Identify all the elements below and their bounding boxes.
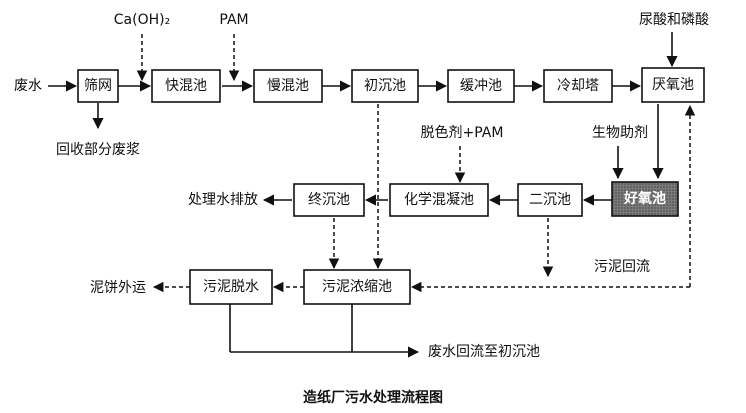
label-final-clarifier: 终沉池 xyxy=(308,192,350,208)
label-wastewater-return: 废水回流至初沉池 xyxy=(428,343,540,360)
label-decolor-pam: 脱色剂+PAM xyxy=(421,124,504,141)
label-buffer: 缓冲池 xyxy=(460,78,502,94)
label-bio-aid: 生物助剂 xyxy=(592,125,648,141)
box-buffer xyxy=(447,69,515,103)
box-slow-mix xyxy=(253,69,323,103)
box-cooling-tower xyxy=(543,69,613,103)
box-primary-clarifier xyxy=(351,69,419,103)
label-sieve: 筛网 xyxy=(84,78,112,94)
label-secondary-clarifier: 二沉池 xyxy=(529,192,571,208)
box-secondary-clarifier xyxy=(517,183,583,217)
diagram-caption: 造纸厂污水处理流程图 xyxy=(303,389,443,406)
box-final-clarifier xyxy=(293,183,365,217)
label-cooling-tower: 冷却塔 xyxy=(557,78,599,94)
label-primary-clarifier: 初沉池 xyxy=(364,77,406,94)
label-aerobic: 好氧池 xyxy=(623,190,666,207)
box-chem-coag xyxy=(389,183,489,217)
label-treated-discharge: 处理水排放 xyxy=(188,192,258,208)
box-anaerobic xyxy=(641,67,705,103)
box-fast-mix xyxy=(151,69,221,103)
label-recycle-pulp: 回收部分废浆 xyxy=(56,142,140,158)
label-anaerobic: 厌氧池 xyxy=(652,77,694,93)
box-sludge-dewater xyxy=(189,269,273,305)
label-fast-mix: 快混池 xyxy=(165,78,207,94)
label-slow-mix: 慢混池 xyxy=(267,77,309,94)
label-sludge-dewater: 污泥脱水 xyxy=(203,279,259,295)
box-sludge-thicken xyxy=(303,269,411,305)
label-caoh2: Ca(OH)₂ xyxy=(114,12,170,28)
label-sludge-return: 污泥回流 xyxy=(594,259,650,275)
label-wastewater-in: 废水 xyxy=(14,78,42,94)
label-urea-phos: 尿酸和磷酸 xyxy=(639,12,709,28)
label-sludge-thicken: 污泥浓缩池 xyxy=(322,279,392,295)
box-aerobic xyxy=(611,181,679,217)
label-cake-out: 泥饼外运 xyxy=(90,280,146,296)
box-sieve xyxy=(77,69,119,103)
label-chem-coag: 化学混凝池 xyxy=(404,192,474,208)
label-pam: PAM xyxy=(219,12,248,28)
